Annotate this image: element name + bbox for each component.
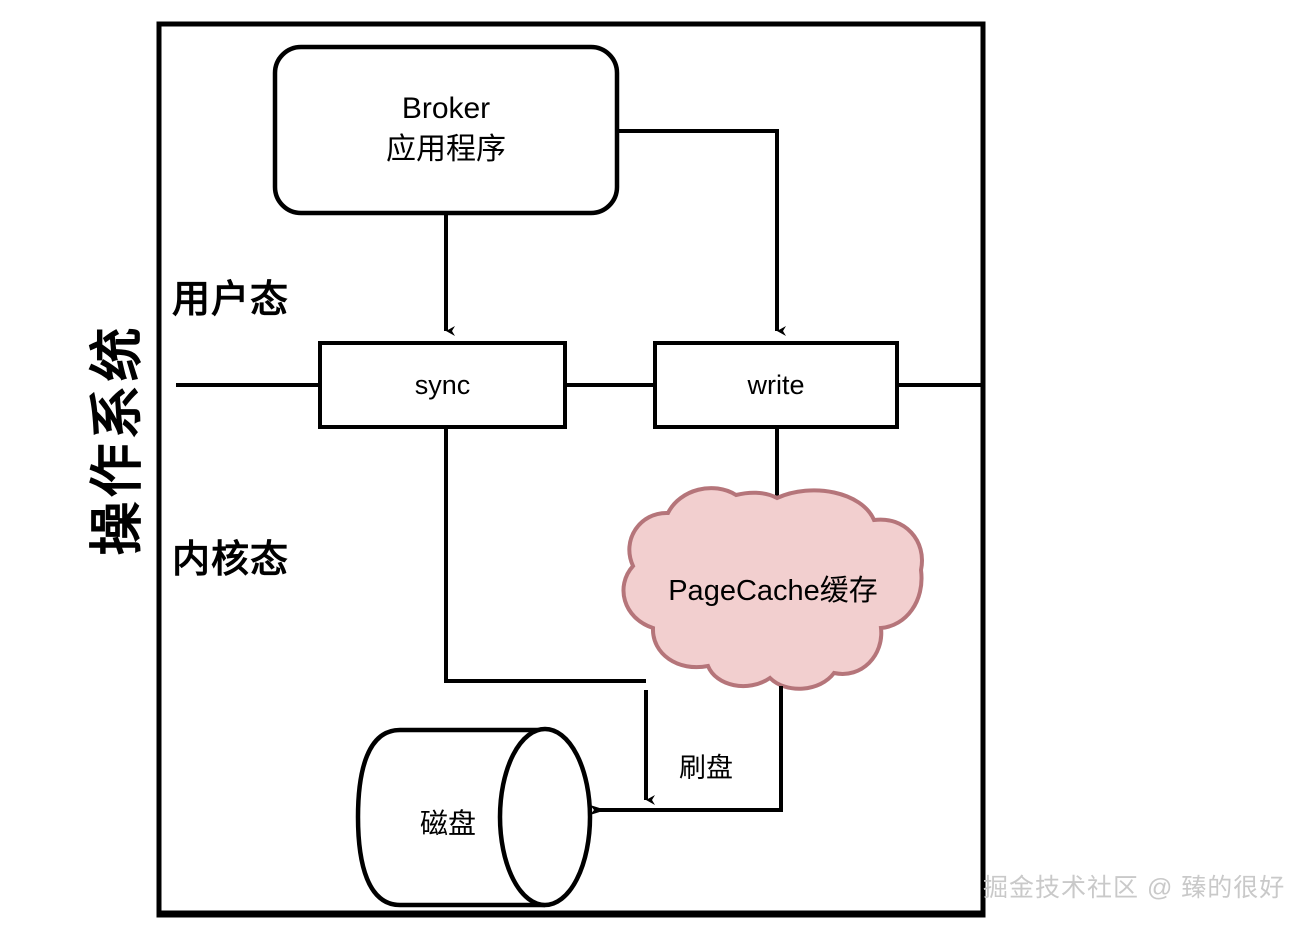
- write-node-label: write: [747, 370, 805, 400]
- watermark: 掘金技术社区 @ 臻的很好: [983, 874, 1286, 902]
- edge-pagecache-to-disk: [590, 686, 783, 815]
- kernel-mode-label: 内核态: [172, 539, 290, 581]
- disk-node-body[interactable]: [355, 727, 545, 908]
- pagecache-node[interactable]: [621, 486, 924, 691]
- user-mode-label: 用户态: [172, 279, 290, 321]
- pagecache-node-label: PageCache缓存: [668, 575, 878, 607]
- edge-sync-to-disk: [444, 427, 646, 683]
- disk-node-cap: [497, 726, 593, 908]
- page-title: 操作系统: [87, 323, 148, 556]
- disk-node-label: 磁盘: [419, 808, 476, 839]
- sync-node-label: sync: [414, 370, 471, 400]
- flush-edge-label: 刷盘: [679, 753, 733, 783]
- edge-broker-to-write: [617, 129, 786, 336]
- broker-label-line2: 应用程序: [386, 133, 506, 166]
- write-node[interactable]: [653, 341, 899, 429]
- sync-node[interactable]: [318, 341, 567, 429]
- broker-node-label: Broker 应用程序: [275, 88, 617, 170]
- broker-label-line1: Broker: [401, 92, 491, 125]
